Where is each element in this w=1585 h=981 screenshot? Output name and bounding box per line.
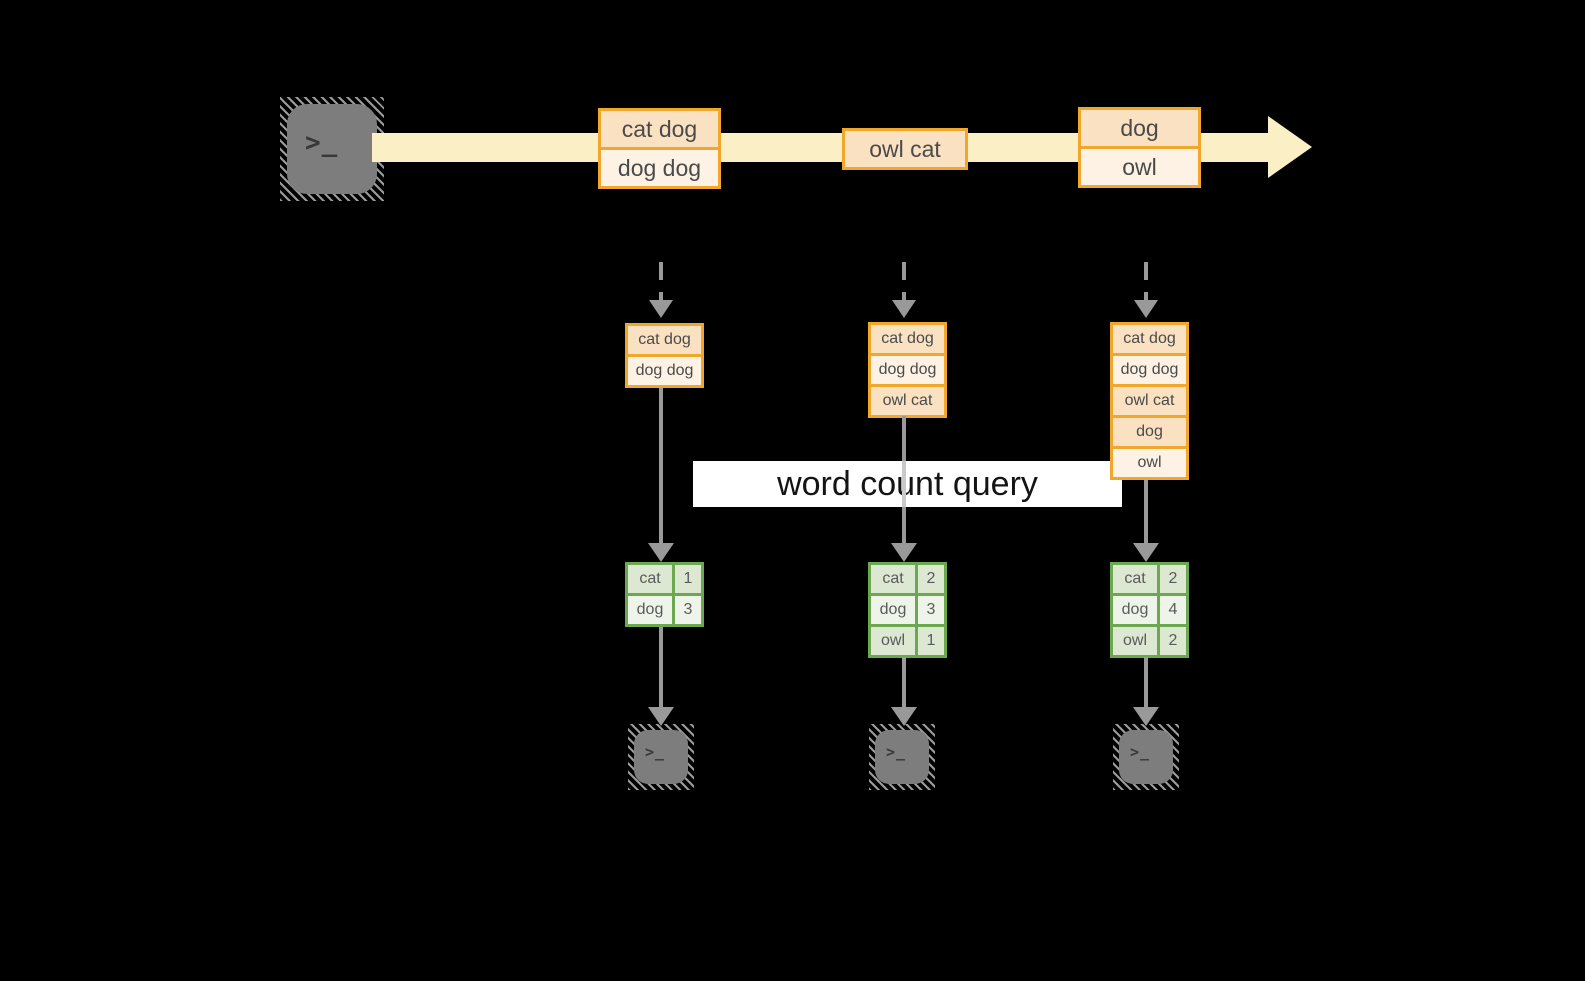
arrow-through-label [902, 461, 906, 507]
source-terminal-icon: >_ [280, 97, 384, 201]
count-row: dog 3 [871, 593, 944, 624]
output-arrow-line-3 [1144, 657, 1148, 709]
count-value: 1 [926, 632, 936, 649]
stream-event-line: cat dog [601, 111, 718, 147]
count-word: cat [628, 565, 675, 593]
count-value: 3 [683, 601, 693, 618]
state-buffer-1: cat dog dog dog [625, 323, 704, 388]
state-line: owl cat [1113, 384, 1186, 415]
count-value: 2 [1168, 570, 1178, 587]
count-word: cat [871, 565, 918, 593]
sink-terminal-icon-3: >_ [1113, 724, 1179, 790]
count-row: cat 2 [871, 565, 944, 593]
state-line: cat dog [628, 326, 701, 354]
ingest-arrow-line-2 [902, 262, 906, 300]
sink-terminal-icon-1: >_ [628, 724, 694, 790]
count-table-2: cat 2 dog 3 owl 1 [868, 562, 947, 658]
stream-event-line: owl [1081, 146, 1198, 185]
query-arrow-head-3 [1133, 543, 1159, 562]
count-row: dog 4 [1113, 593, 1186, 624]
count-row: owl 2 [1113, 624, 1186, 655]
output-arrow-head-1 [648, 707, 674, 726]
output-arrow-head-2 [891, 707, 917, 726]
ingest-arrow-line-1 [659, 262, 663, 300]
count-table-1: cat 1 dog 3 [625, 562, 704, 627]
sink-terminal-icon-2: >_ [869, 724, 935, 790]
stream-event-line: owl cat [845, 131, 965, 167]
count-row: dog 3 [628, 593, 701, 624]
ingest-arrow-head-1 [649, 300, 673, 318]
terminal-prompt-glyph: >_ [1130, 743, 1151, 761]
stream-event-2: owl cat [842, 128, 968, 170]
terminal-prompt-glyph: >_ [886, 743, 907, 761]
count-value: 1 [683, 570, 693, 587]
ingest-arrow-head-2 [892, 300, 916, 318]
query-arrow-line-1 [659, 388, 663, 544]
ingest-arrow-line-3 [1144, 262, 1148, 300]
count-row: cat 1 [628, 565, 701, 593]
stream-event-1: cat dog dog dog [598, 108, 721, 189]
count-word: dog [628, 596, 675, 624]
terminal-body: >_ [875, 730, 929, 784]
stream-arrow-head [1268, 116, 1312, 178]
state-line: cat dog [871, 325, 944, 353]
query-arrow-head-1 [648, 543, 674, 562]
count-value: 2 [926, 570, 936, 587]
terminal-prompt-glyph: >_ [305, 128, 339, 158]
terminal-prompt-glyph: >_ [645, 743, 666, 761]
state-line: cat dog [1113, 325, 1186, 353]
state-buffer-3: cat dog dog dog owl cat dog owl [1110, 322, 1189, 480]
count-value: 4 [1168, 601, 1178, 618]
output-arrow-line-2 [902, 657, 906, 709]
state-line: dog dog [1113, 353, 1186, 384]
count-row: owl 1 [871, 624, 944, 655]
count-value: 3 [926, 601, 936, 618]
state-line: owl [1113, 446, 1186, 477]
stream-event-3: dog owl [1078, 107, 1201, 188]
count-word: owl [871, 627, 918, 655]
count-table-3: cat 2 dog 4 owl 2 [1110, 562, 1189, 658]
state-line: owl cat [871, 384, 944, 415]
count-word: owl [1113, 627, 1160, 655]
count-row: cat 2 [1113, 565, 1186, 593]
count-value: 2 [1168, 632, 1178, 649]
count-word: dog [1113, 596, 1160, 624]
query-label: word count query [693, 461, 1122, 507]
query-arrow-head-2 [891, 543, 917, 562]
stream-event-line: dog dog [601, 147, 718, 186]
state-line: dog dog [871, 353, 944, 384]
count-word: cat [1113, 565, 1160, 593]
state-buffer-2: cat dog dog dog owl cat [868, 322, 947, 418]
state-line: dog dog [628, 354, 701, 385]
terminal-body: >_ [1119, 730, 1173, 784]
output-arrow-line-1 [659, 627, 663, 709]
stream-event-line: dog [1081, 110, 1198, 146]
terminal-body: >_ [634, 730, 688, 784]
query-arrow-line-3 [1144, 478, 1148, 544]
terminal-body: >_ [287, 104, 377, 194]
state-line: dog [1113, 415, 1186, 446]
ingest-arrow-head-3 [1134, 300, 1158, 318]
output-arrow-head-3 [1133, 707, 1159, 726]
count-word: dog [871, 596, 918, 624]
